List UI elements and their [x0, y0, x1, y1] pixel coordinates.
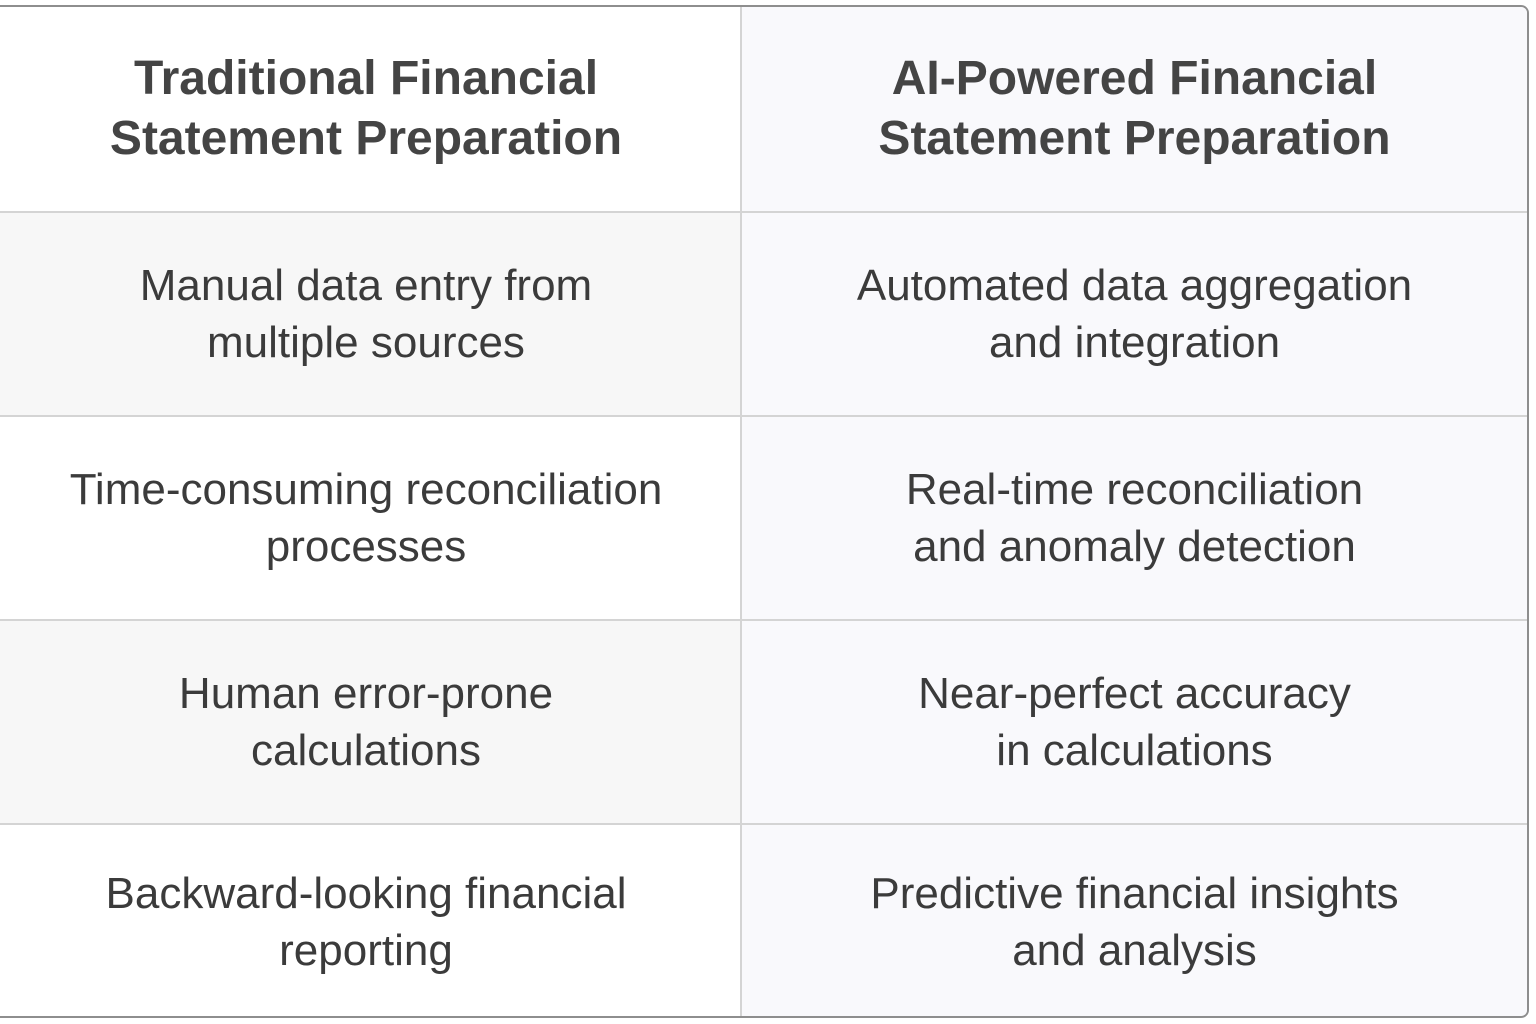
table-row: Time-consuming reconciliation processes …: [0, 417, 1527, 621]
ai-cell: Automated data aggregation and integrati…: [742, 213, 1527, 415]
traditional-cell: Backward-looking financial reporting: [0, 825, 742, 1016]
table-header-row: Traditional Financial Statement Preparat…: [0, 7, 1527, 213]
table-row: Human error-prone calculations Near-perf…: [0, 621, 1527, 825]
header-traditional: Traditional Financial Statement Preparat…: [0, 7, 742, 211]
table-row: Manual data entry from multiple sources …: [0, 213, 1527, 417]
traditional-cell: Human error-prone calculations: [0, 621, 742, 823]
comparison-table: Traditional Financial Statement Preparat…: [0, 5, 1529, 1018]
header-ai-powered: AI-Powered Financial Statement Preparati…: [742, 7, 1527, 211]
traditional-cell: Time-consuming reconciliation processes: [0, 417, 742, 619]
ai-cell: Real-time reconciliation and anomaly det…: [742, 417, 1527, 619]
table-row: Backward-looking financial reporting Pre…: [0, 825, 1527, 1016]
ai-cell: Near-perfect accuracy in calculations: [742, 621, 1527, 823]
traditional-cell: Manual data entry from multiple sources: [0, 213, 742, 415]
ai-cell: Predictive financial insights and analys…: [742, 825, 1527, 1016]
